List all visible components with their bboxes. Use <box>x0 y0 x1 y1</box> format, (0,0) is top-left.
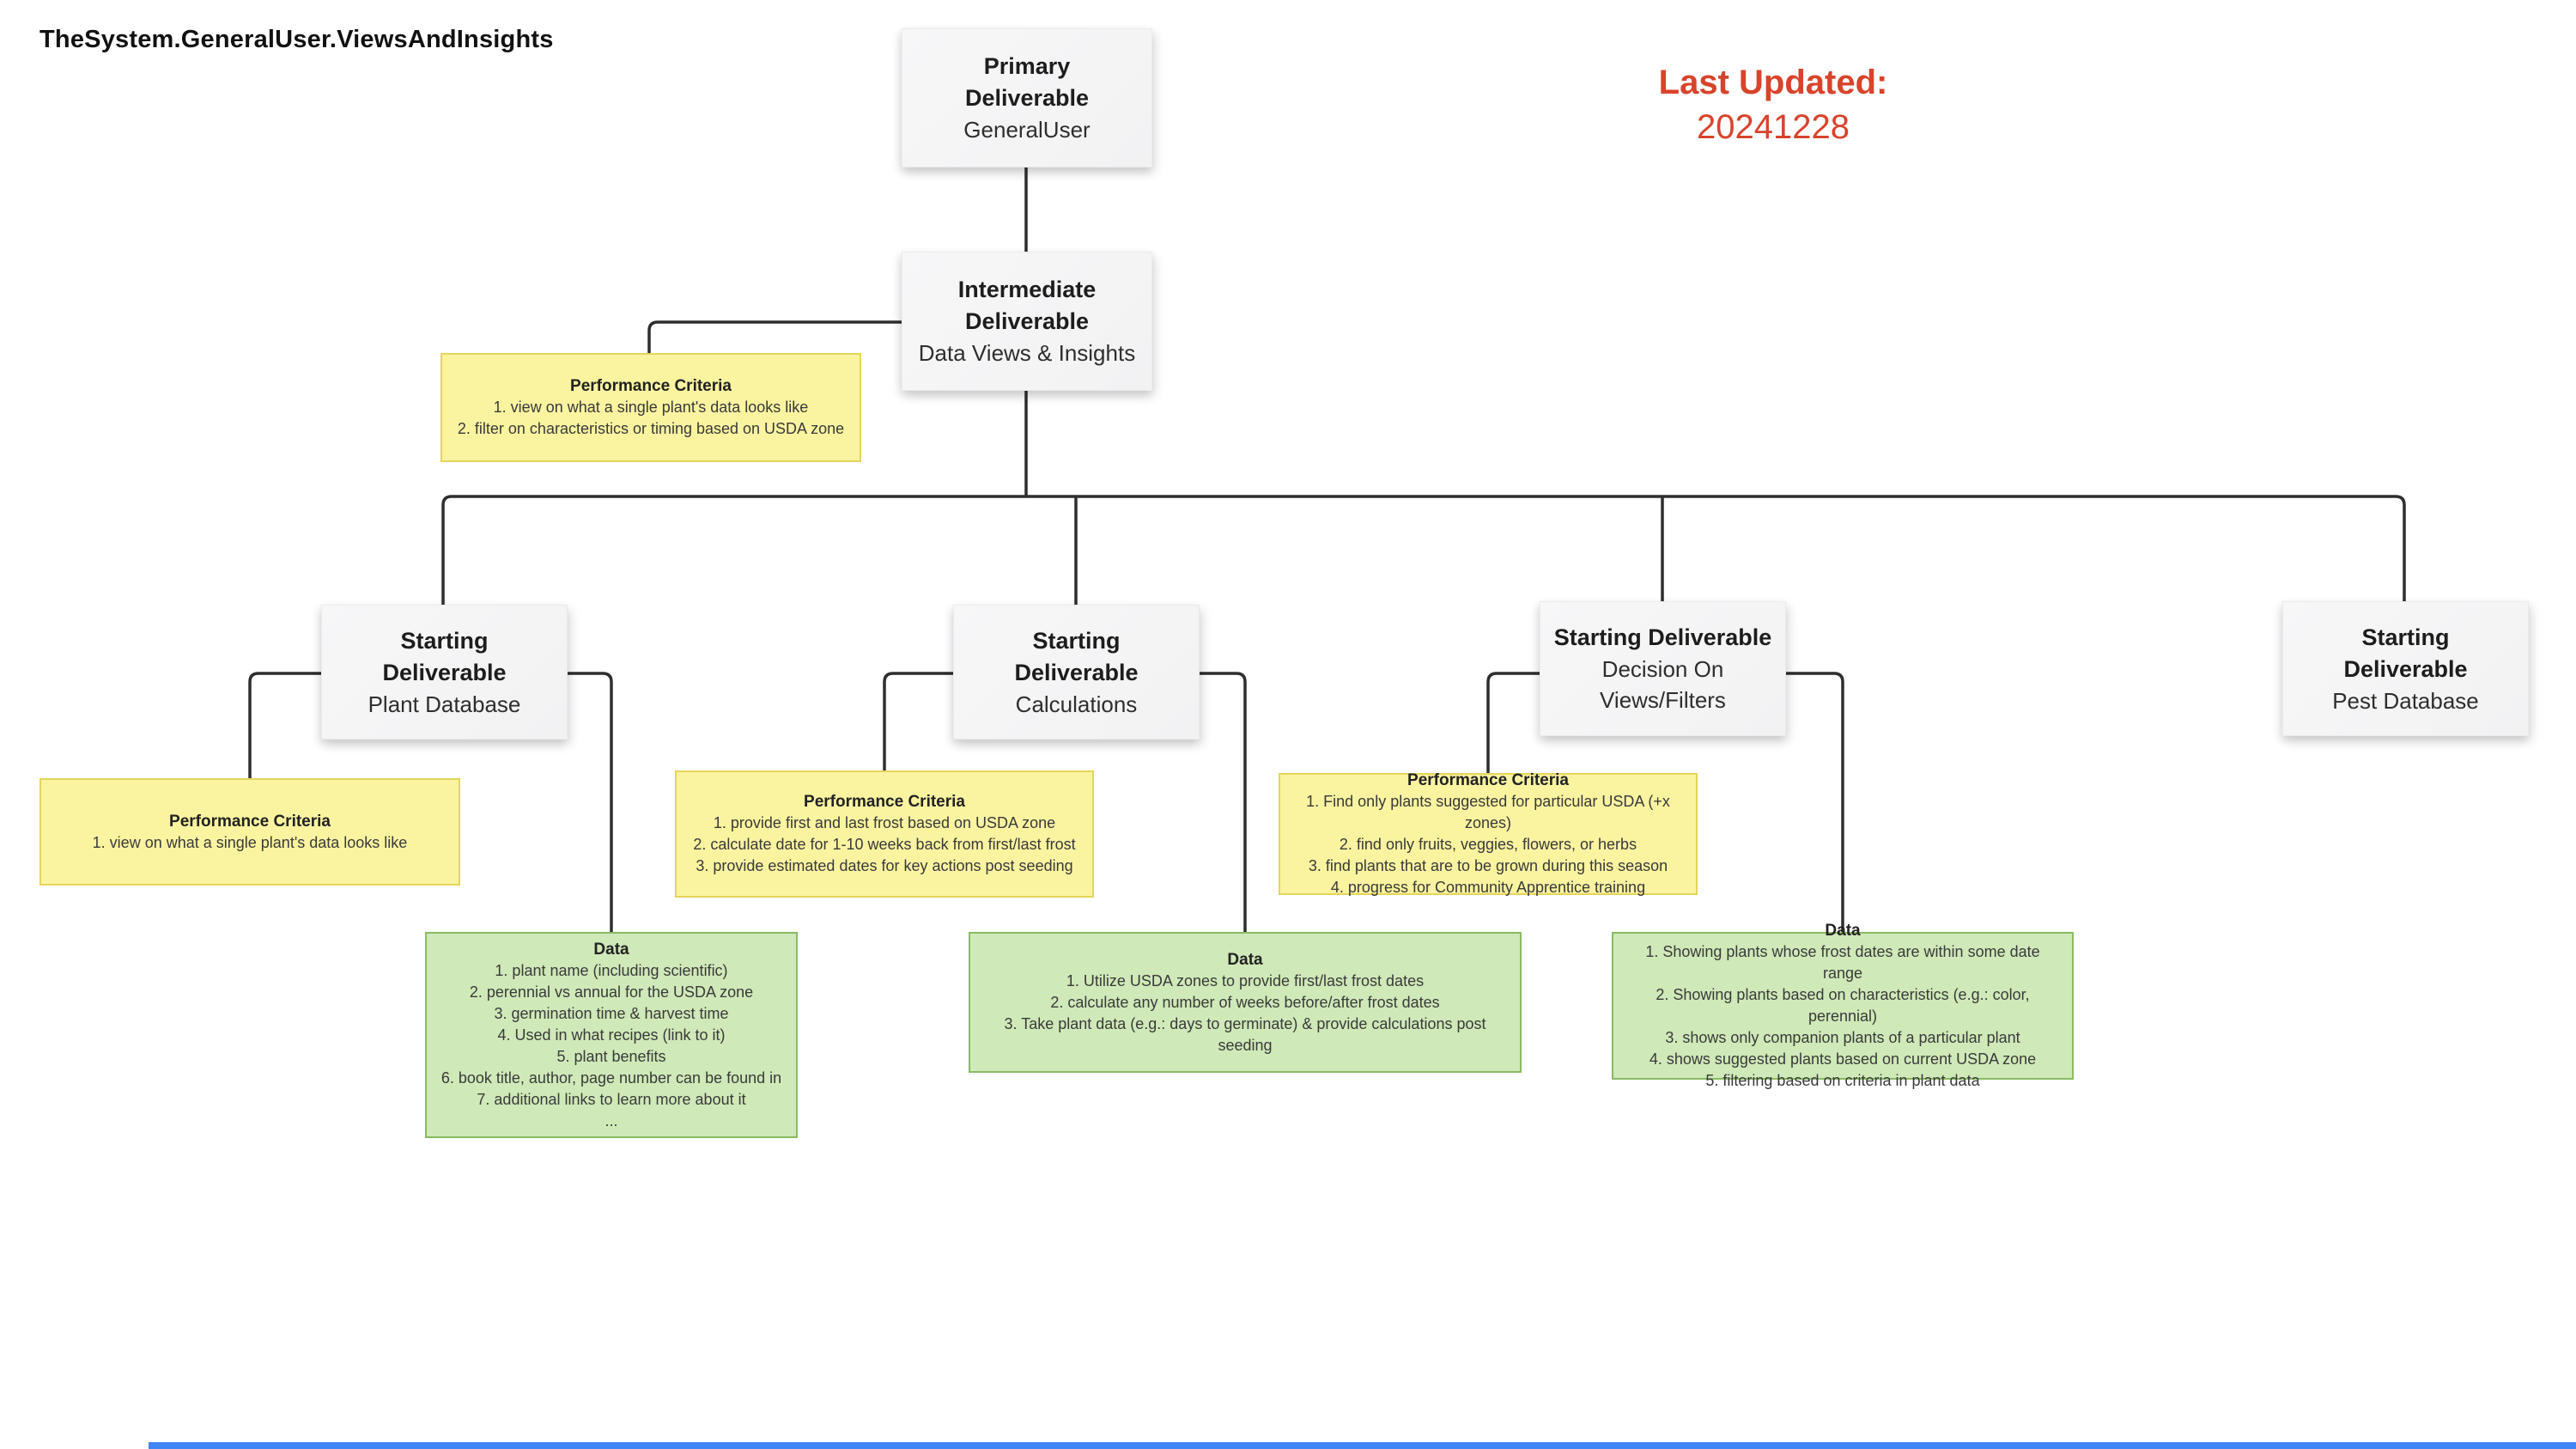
note-data-calculations[interactable]: Data 1. Utilize USDA zones to provide fi… <box>969 932 1522 1073</box>
connector-decision-views-to-performance-criteria <box>1486 672 1540 773</box>
horizontal-scrollbar[interactable] <box>149 1442 2576 1449</box>
node-starting-deliverable-pest-database[interactable]: Starting Deliverable Pest Database <box>2282 601 2529 736</box>
note-body: 1. view on what a single plant's data lo… <box>457 399 845 437</box>
node-subtitle: Calculations <box>1015 691 1138 717</box>
note-body: 1. view on what a single plant's data lo… <box>92 833 408 851</box>
last-updated-label: Last Updated: <box>1658 64 1888 101</box>
note-data-plant-database[interactable]: Data 1. plant name (including scientific… <box>425 932 798 1138</box>
node-starting-deliverable-decision-views[interactable]: Starting Deliverable Decision On Views/F… <box>1540 601 1786 736</box>
node-starting-deliverable-calculations[interactable]: Starting Deliverable Calculations <box>953 605 1200 740</box>
node-subtitle: Data Views & Insights <box>918 340 1136 366</box>
connector-decision-views-to-data <box>1784 672 1844 932</box>
note-title: Performance Criteria <box>804 793 965 811</box>
connector-calculations-to-performance-criteria <box>883 672 953 770</box>
node-intermediate-deliverable[interactable]: Intermediate Deliverable Data Views & In… <box>902 252 1152 391</box>
node-subtitle: Pest Database <box>2332 687 2479 714</box>
note-body: 1. provide first and last frost based on… <box>693 814 1076 874</box>
connector-plant-database-to-data <box>566 672 613 932</box>
node-title: Starting Deliverable <box>2343 624 2468 682</box>
connector-calculations-to-data <box>1198 672 1247 932</box>
last-updated-value: 20241228 <box>1697 108 1850 146</box>
note-performance-criteria-plant-database[interactable]: Performance Criteria 1. view on what a s… <box>39 778 460 886</box>
note-title: Performance Criteria <box>570 377 732 395</box>
page-title: TheSystem.GeneralUser.ViewsAndInsights <box>39 26 554 53</box>
connector-plant-database-to-performance-criteria <box>248 672 321 778</box>
connector-bus <box>441 495 2406 605</box>
note-data-decision-views[interactable]: Data 1. Showing plants whose frost dates… <box>1612 922 2074 1089</box>
node-title: Starting Deliverable <box>1553 624 1772 650</box>
note-title: Data <box>1825 922 1861 940</box>
last-updated: Last Updated: 20241228 <box>1631 60 1915 149</box>
node-primary-deliverable[interactable]: Primary Deliverable GeneralUser <box>902 28 1152 167</box>
note-title: Performance Criteria <box>1407 771 1569 789</box>
note-body: 1. Showing plants whose frost dates are … <box>1645 943 2040 1089</box>
note-performance-criteria-decision-views[interactable]: Performance Criteria 1. Find only plants… <box>1279 771 1698 896</box>
node-subtitle: Plant Database <box>368 691 521 717</box>
note-body: 1. Utilize USDA zones to provide first/l… <box>1004 971 1486 1054</box>
note-performance-criteria-calculations[interactable]: Performance Criteria 1. provide first an… <box>675 770 1094 898</box>
note-title: Performance Criteria <box>169 812 331 831</box>
node-title: Starting Deliverable <box>1014 627 1139 685</box>
note-title: Data <box>1227 950 1263 969</box>
connector-intermediate-to-performance-criteria <box>647 320 902 353</box>
node-subtitle: GeneralUser <box>963 117 1091 143</box>
note-body: 1. Find only plants suggested for partic… <box>1306 793 1670 896</box>
node-title: Primary Deliverable <box>964 53 1090 111</box>
note-performance-criteria-data-views[interactable]: Performance Criteria 1. view on what a s… <box>440 353 861 462</box>
note-title: Data <box>593 940 629 959</box>
node-title: Intermediate Deliverable <box>957 277 1097 334</box>
node-title: Starting Deliverable <box>382 627 507 685</box>
note-body: 1. plant name (including scientific) 2. … <box>440 961 782 1129</box>
node-starting-deliverable-plant-database[interactable]: Starting Deliverable Plant Database <box>321 605 568 740</box>
node-subtitle: Decision On Views/Filters <box>1600 656 1726 713</box>
